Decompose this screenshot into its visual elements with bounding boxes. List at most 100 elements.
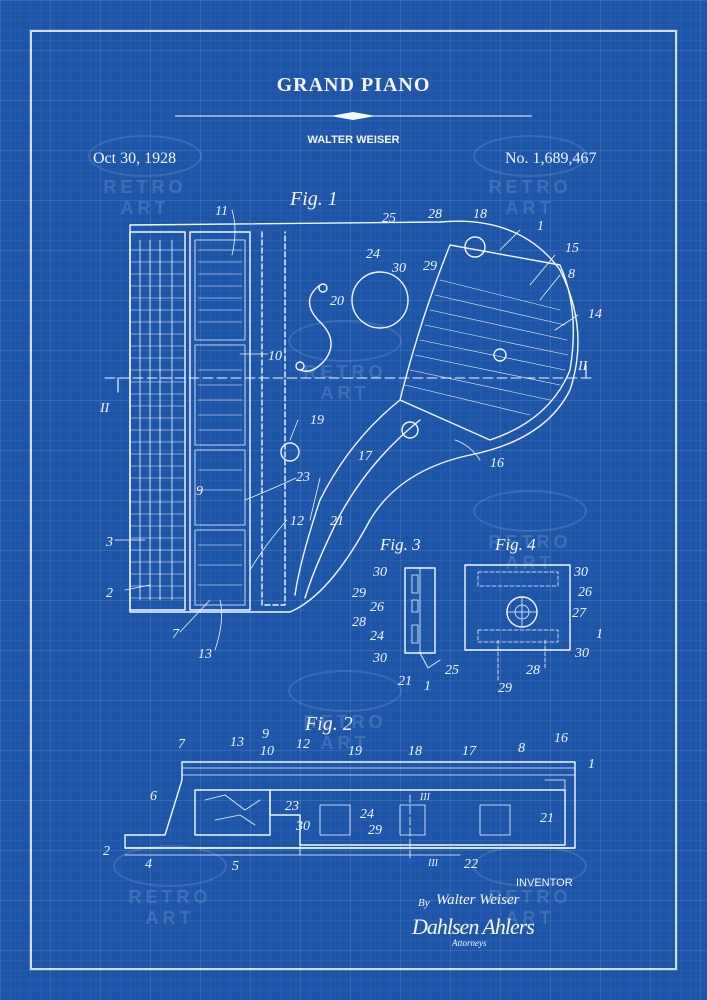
fig4-label: 30 (573, 565, 588, 580)
fig4-label: 1 (596, 627, 603, 642)
fig1-label: 16 (490, 456, 504, 471)
fig1-label: 21 (330, 514, 344, 529)
fig2-label: 1 (588, 757, 595, 772)
inventor-label: INVENTOR (516, 877, 573, 889)
fig2-label: 10 (260, 744, 274, 759)
fig1-label: 20 (330, 294, 344, 309)
fig2-label: 6 (150, 789, 157, 804)
watermark-ring (473, 490, 587, 532)
fig1-label: 2 (106, 586, 113, 601)
action-box (194, 789, 271, 836)
fig3-label: 26 (370, 600, 384, 615)
fig4-label: 26 (578, 585, 592, 600)
fig1-label: 19 (310, 413, 324, 428)
watermark-stamp: RETRO ART (275, 670, 415, 754)
fig2-label: 17 (462, 744, 477, 759)
patent-number: No. 1,689,467 (505, 150, 597, 167)
fig1-title: Fig. 1 (289, 188, 338, 210)
fig1-label: 11 (215, 204, 228, 219)
piano-side-outline (124, 761, 576, 849)
fig2-label: 30 (295, 819, 310, 834)
fig1-label: 23 (296, 470, 310, 485)
fig1-label: 7 (172, 627, 180, 642)
fig1-label: 14 (588, 307, 602, 322)
fig2-label: 9 (262, 727, 269, 742)
watermark-text: RETRO ART (303, 362, 387, 403)
fig3-label: 24 (370, 629, 384, 644)
fig3-label: 1 (424, 679, 431, 694)
page-title: GRAND PIANO (276, 74, 431, 96)
inventor-name: WALTER WEISER (307, 134, 400, 146)
by-label: By (418, 897, 430, 909)
fig2-label: 19 (348, 744, 362, 759)
fig2-label: 2 (103, 844, 110, 859)
fig1-label: 10 (268, 349, 282, 364)
fig2-label: 5 (232, 859, 239, 874)
fig2-label: 24 (360, 807, 374, 822)
fig1-label: 9 (196, 484, 203, 499)
key-hatching (129, 249, 186, 599)
watermark-stamp: RETRO ART (460, 490, 600, 574)
fig2-label: III (419, 792, 431, 803)
watermark-text: RETRO ART (103, 177, 187, 218)
patent-date: Oct 30, 1928 (93, 150, 177, 167)
fig1-label: 17 (358, 449, 373, 464)
fig1-label: 1 (537, 219, 544, 234)
fig2-title: Fig. 2 (304, 713, 353, 735)
fig2-label: 16 (554, 731, 568, 746)
fig2-label: 4 (145, 857, 152, 872)
watermark-ring (113, 845, 227, 887)
watermark-stamp: RETRO ART (75, 135, 215, 219)
fig2-label: III (427, 858, 439, 869)
fig2-label: 23 (285, 799, 299, 814)
title-divider (175, 112, 532, 120)
fig1-label: 24 (366, 247, 380, 262)
attorneys-label: Attorneys (452, 938, 487, 948)
fig1-label: 8 (568, 267, 575, 282)
f-hole (299, 284, 332, 372)
fig3-label: 29 (352, 586, 366, 601)
keyboard (129, 231, 186, 611)
fig4-part (464, 564, 571, 651)
fig1-label: 15 (565, 241, 579, 256)
fig4-label: 28 (526, 663, 540, 678)
piano-outline (129, 220, 579, 613)
inner-frame (261, 231, 286, 606)
fig1-label: 25 (382, 211, 396, 226)
fig2-label: 22 (464, 857, 478, 872)
fig1-label: 12 (290, 514, 304, 529)
fig3-title: Fig. 3 (379, 535, 421, 554)
string-section (399, 244, 575, 441)
fig2-label: 29 (368, 823, 382, 838)
watermark-stamp: RETRO ART (100, 845, 240, 929)
attorney-signature: Dahlsen Ahlers (412, 914, 535, 939)
watermark-text: RETRO ART (303, 712, 387, 753)
fig3-label: 30 (372, 565, 387, 580)
fig4-label: 29 (498, 681, 512, 696)
fig3-label: 25 (445, 663, 459, 678)
strings (404, 279, 569, 416)
fig1-label: II (577, 359, 589, 374)
action-strip (189, 231, 251, 611)
fig3-label: 30 (372, 651, 387, 666)
piano-keys (139, 239, 173, 601)
watermark-text: RETRO ART (488, 177, 572, 218)
poster-frame (30, 30, 677, 970)
fig1-label: 18 (473, 207, 487, 222)
watermark-ring (288, 670, 402, 712)
watermark-text: RETRO ART (488, 887, 572, 928)
watermark-ring (473, 845, 587, 887)
fig2-label: 18 (408, 744, 422, 759)
watermark-stamp: RETRO ART (460, 845, 600, 929)
fig2-label: 12 (296, 737, 310, 752)
soundboard (269, 789, 566, 846)
fig1-label: 29 (423, 259, 437, 274)
watermark-stamp: RETRO ART (275, 320, 415, 404)
watermark-stamp: RETRO ART (460, 135, 600, 219)
resonance-hole (351, 271, 409, 329)
fig1-label: II (99, 401, 111, 416)
watermark-text: RETRO ART (128, 887, 212, 928)
fig2-label: 8 (518, 741, 525, 756)
